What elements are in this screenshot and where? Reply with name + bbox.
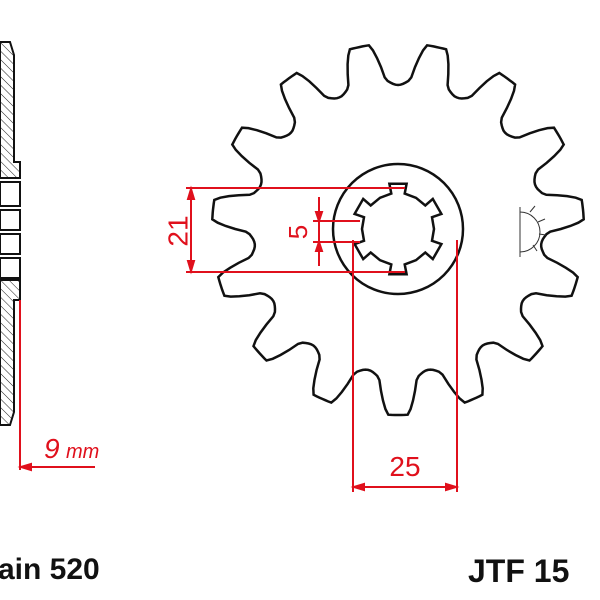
side-profile: [0, 41, 21, 426]
dimension-lines: [17, 185, 460, 492]
part-number: JTF 15: [468, 553, 570, 589]
dimension-unit: mm: [66, 441, 99, 463]
dimension-5: 5: [283, 225, 313, 239]
dimension-21: 21: [162, 215, 193, 246]
dimension-9: 9: [44, 433, 60, 464]
sprocket-teeth-outline: [211, 43, 585, 417]
manufacturer-symbol-icon: [519, 205, 547, 257]
spline-bore-outline: [352, 182, 444, 276]
dimension-25: 25: [389, 451, 420, 482]
chain-label: ain 520: [0, 553, 100, 586]
hub-circle: [331, 162, 465, 296]
